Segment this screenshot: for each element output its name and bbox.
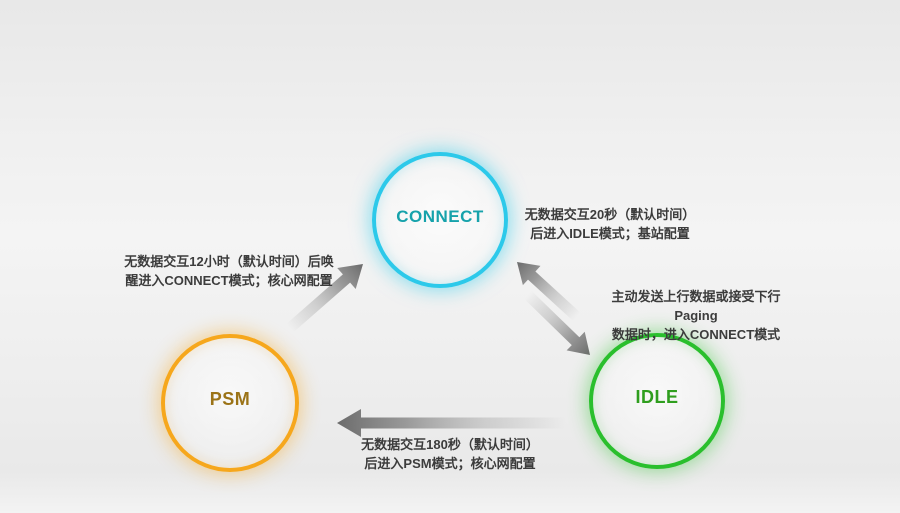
transition-label-line1: 无数据交互20秒（默认时间） — [524, 207, 696, 222]
state-circle-psm: PSM — [161, 334, 299, 472]
arrow-connect-to-idle — [524, 291, 590, 355]
transition-label-line2: 数据时，进入CONNECT模式 — [611, 327, 781, 342]
state-label-connect: CONNECT — [396, 207, 484, 226]
transition-label-line1: 主动发送上行数据或接受下行Paging — [611, 289, 781, 323]
transition-label-line2: 后进入IDLE模式；基站配置 — [530, 226, 690, 241]
transition-label-line1: 无数据交互12小时（默认时间）后唤 — [124, 254, 334, 269]
transition-label-line2: 后进入PSM模式；核心网配置 — [364, 456, 536, 471]
state-label-idle: IDLE — [635, 386, 679, 407]
transition-label-line2: 醒进入CONNECT模式；核心网配置 — [125, 273, 333, 288]
transition-label-idle-to-connect: 主动发送上行数据或接受下行Paging 数据时，进入CONNECT模式 — [590, 287, 802, 344]
state-circle-connect: CONNECT — [372, 152, 508, 288]
transition-label-idle-to-psm: 无数据交互180秒（默认时间） 后进入PSM模式；核心网配置 — [352, 435, 548, 473]
transition-label-line1: 无数据交互180秒（默认时间） — [361, 437, 539, 452]
arrow-psm-to-connect — [286, 264, 363, 333]
arrow-idle-to-connect — [517, 262, 581, 322]
transition-label-connect-to-idle: 无数据交互20秒（默认时间） 后进入IDLE模式；基站配置 — [505, 205, 715, 243]
state-circle-idle: IDLE — [589, 333, 725, 469]
state-label-psm: PSM — [209, 388, 251, 409]
transition-label-psm-to-connect: 无数据交互12小时（默认时间）后唤 醒进入CONNECT模式；核心网配置 — [103, 252, 355, 290]
arrow-idle-to-psm — [337, 409, 565, 437]
